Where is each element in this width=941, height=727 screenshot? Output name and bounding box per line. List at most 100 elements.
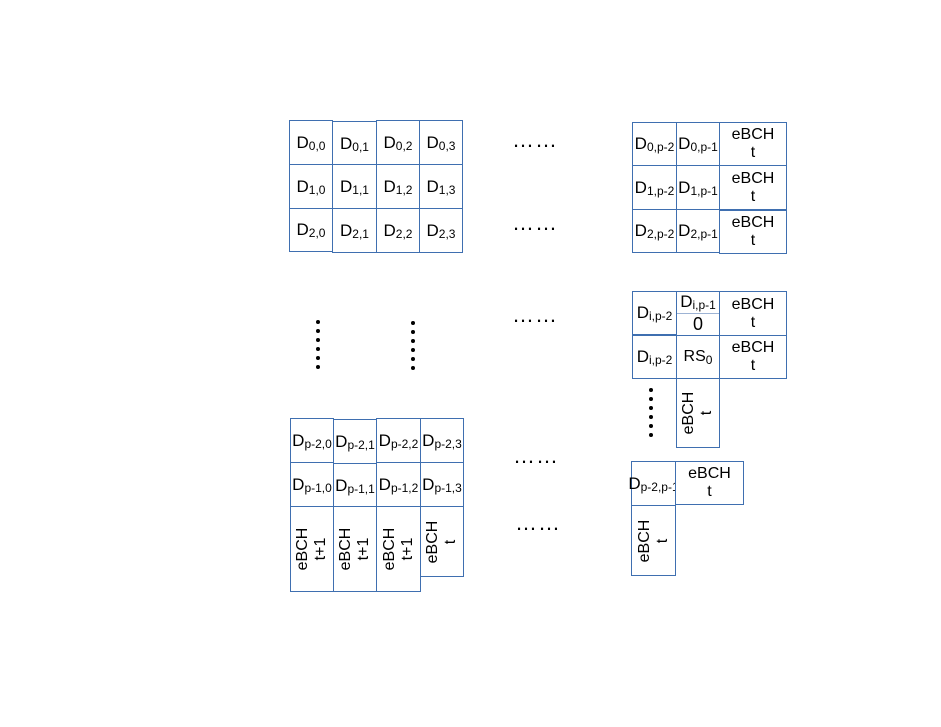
cell-sub: 1,2 — [395, 182, 413, 197]
cell-sub: 2,p-1 — [690, 227, 718, 241]
cell-ebch-t-vertical-mid: eBCH t — [676, 378, 720, 448]
cell-sub: 2,3 — [438, 226, 456, 241]
cell-main: D — [426, 220, 439, 240]
cell-sub: 0,p-2 — [646, 140, 675, 154]
ebch-line2: t — [653, 538, 671, 543]
cell-main: D — [340, 220, 353, 240]
cell-sub: p-2,0 — [304, 436, 332, 451]
ellipsis-row0: …… — [512, 127, 558, 152]
ebch-line1: eBCH — [688, 465, 731, 482]
cell-ebch-t-row2: eBCH t — [719, 210, 787, 254]
ellipsis-mid: …… — [512, 302, 558, 327]
ebch-line2: t — [750, 357, 756, 374]
vertical-ellipsis-col0 — [314, 320, 322, 374]
cell-main: D — [422, 474, 435, 494]
ebch-line2: t — [750, 144, 756, 161]
ebch-line2: t — [750, 187, 756, 205]
ebch-line1: eBCH — [680, 391, 697, 435]
cell-sub: 0 — [705, 353, 713, 367]
cell-main: D — [383, 132, 396, 152]
vertical-ellipsis-right — [647, 388, 655, 442]
ebch-line1: eBCH — [731, 214, 775, 231]
cell-main: D — [296, 220, 309, 239]
ellipsis-bottom-row1: …… — [515, 510, 561, 535]
cell-main: D — [296, 176, 309, 196]
ebch-line2: t — [707, 483, 712, 500]
cell-main: D — [636, 347, 649, 366]
cell-sub: 0,0 — [308, 138, 326, 153]
cell-sub: p-1,1 — [347, 481, 375, 496]
ebch-line2: t+1 — [312, 537, 329, 561]
cell-sub: 2,2 — [395, 226, 413, 241]
cell-main: D — [296, 132, 309, 152]
cell-sub: p-2,3 — [434, 436, 462, 451]
ebch-line1: eBCH — [731, 295, 775, 313]
cell-zero: 0 — [692, 313, 703, 334]
cell-sub: 1,1 — [352, 182, 369, 197]
cell-sub: 1,p-2 — [646, 183, 675, 198]
cell-sub: p-1,3 — [434, 480, 462, 495]
cell-sub: i,p-1 — [692, 298, 716, 313]
cell-ebch-t-vertical-bottom: eBCH t — [631, 505, 676, 576]
cell-main: D — [678, 177, 691, 197]
cell-ebch-t-row0: eBCH t — [719, 122, 787, 166]
ebch-line1: eBCH — [731, 339, 775, 356]
cell-sub: p-1,0 — [304, 480, 332, 495]
ebch-line1: eBCH — [731, 169, 775, 187]
cell-sub: p-1,2 — [390, 480, 419, 495]
cell-sub: 0,3 — [438, 138, 456, 153]
cell-sub: 2,0 — [308, 226, 326, 240]
cell-ebch-t-bottom-right: eBCH t — [675, 461, 744, 505]
cell-ebch-t1-col2: eBCH t+1 — [376, 506, 421, 592]
ebch-line2: t — [750, 313, 756, 331]
cell-main: D — [340, 176, 353, 196]
cell-sub: 0,2 — [395, 138, 413, 153]
cell-main: RS — [683, 348, 706, 365]
cell-main: D — [426, 176, 439, 196]
ebch-line2: t+1 — [355, 537, 372, 561]
cell-ebch-t1-col1: eBCH t+1 — [333, 506, 377, 592]
cell-main: D — [335, 475, 348, 495]
cell-main: D — [378, 474, 391, 494]
cell-sub: p-2,1 — [347, 437, 375, 452]
cell-main: D — [378, 430, 391, 450]
cell-main: D — [634, 177, 647, 197]
cell-main: D — [628, 473, 641, 493]
cell-ebch-t-mid1: eBCH t — [719, 335, 787, 379]
cell-ebch-t-mid0: eBCH t — [719, 291, 787, 336]
cell-main: D — [634, 134, 647, 153]
cell-sub: 2,p-2 — [646, 227, 675, 241]
ebch-line1: eBCH — [337, 527, 354, 571]
cell-sub: i,p-2 — [648, 309, 673, 323]
cell-sub: 0,1 — [352, 139, 369, 154]
cell-sub: i,p-2 — [648, 353, 673, 367]
cell-main: D — [422, 430, 435, 450]
cell-main: D — [292, 474, 305, 494]
cell-sub: 2,1 — [352, 226, 369, 241]
ebch-line2: t — [442, 539, 459, 544]
cell-sub: 1,p-1 — [690, 183, 718, 198]
ebch-line1: eBCH — [294, 527, 311, 571]
cell-main: D — [340, 133, 353, 153]
cell-main: D — [634, 221, 647, 240]
